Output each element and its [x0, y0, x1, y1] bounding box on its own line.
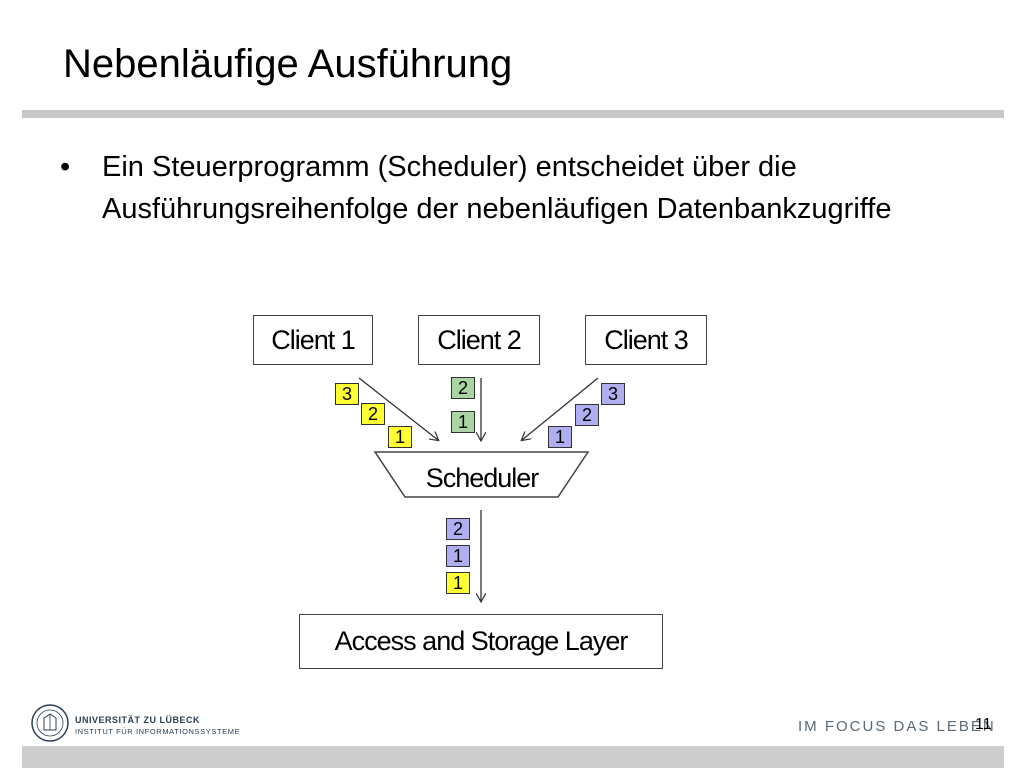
- bullet-marker: •: [60, 151, 71, 183]
- slide-title: Nebenläufige Ausführung: [63, 42, 513, 86]
- client2-op-token: 2: [451, 377, 475, 399]
- page-number: 11: [975, 716, 992, 733]
- footer-bar: [22, 746, 1004, 768]
- arrow-client1-to-scheduler: [358, 377, 438, 440]
- client-3-box: Client 3: [585, 315, 707, 365]
- scheduler-shape: [373, 451, 590, 498]
- client3-op-token: 2: [575, 404, 599, 426]
- client2-op-token: 1: [451, 411, 475, 433]
- client-2-box: Client 2: [418, 315, 540, 365]
- output-op-token: 1: [446, 545, 470, 567]
- client1-op-token: 2: [361, 403, 385, 425]
- output-op-token: 2: [446, 518, 470, 540]
- title-divider: [22, 110, 1004, 118]
- client1-op-token: 1: [388, 426, 412, 448]
- university-seal-logo: [31, 704, 69, 742]
- arrow-client3-to-scheduler: [522, 377, 599, 440]
- client3-op-token: 3: [601, 383, 625, 405]
- storage-layer-box: Access and Storage Layer: [299, 614, 663, 669]
- footer-slogan: IM FOCUS DAS LEBEN: [798, 718, 996, 735]
- client-1-box: Client 1: [253, 315, 373, 365]
- scheduler-label: Scheduler: [425, 463, 540, 493]
- client3-op-token: 1: [548, 426, 572, 448]
- institute-name: INSTITUT FÜR INFORMATIONSSYSTEME: [75, 727, 241, 736]
- bullet-text: Ein Steuerprogramm (Scheduler) entscheid…: [102, 151, 892, 225]
- university-name: UNIVERSITÄT ZU LÜBECK: [75, 715, 200, 725]
- client1-op-token: 3: [335, 383, 359, 405]
- output-op-token: 1: [446, 572, 470, 594]
